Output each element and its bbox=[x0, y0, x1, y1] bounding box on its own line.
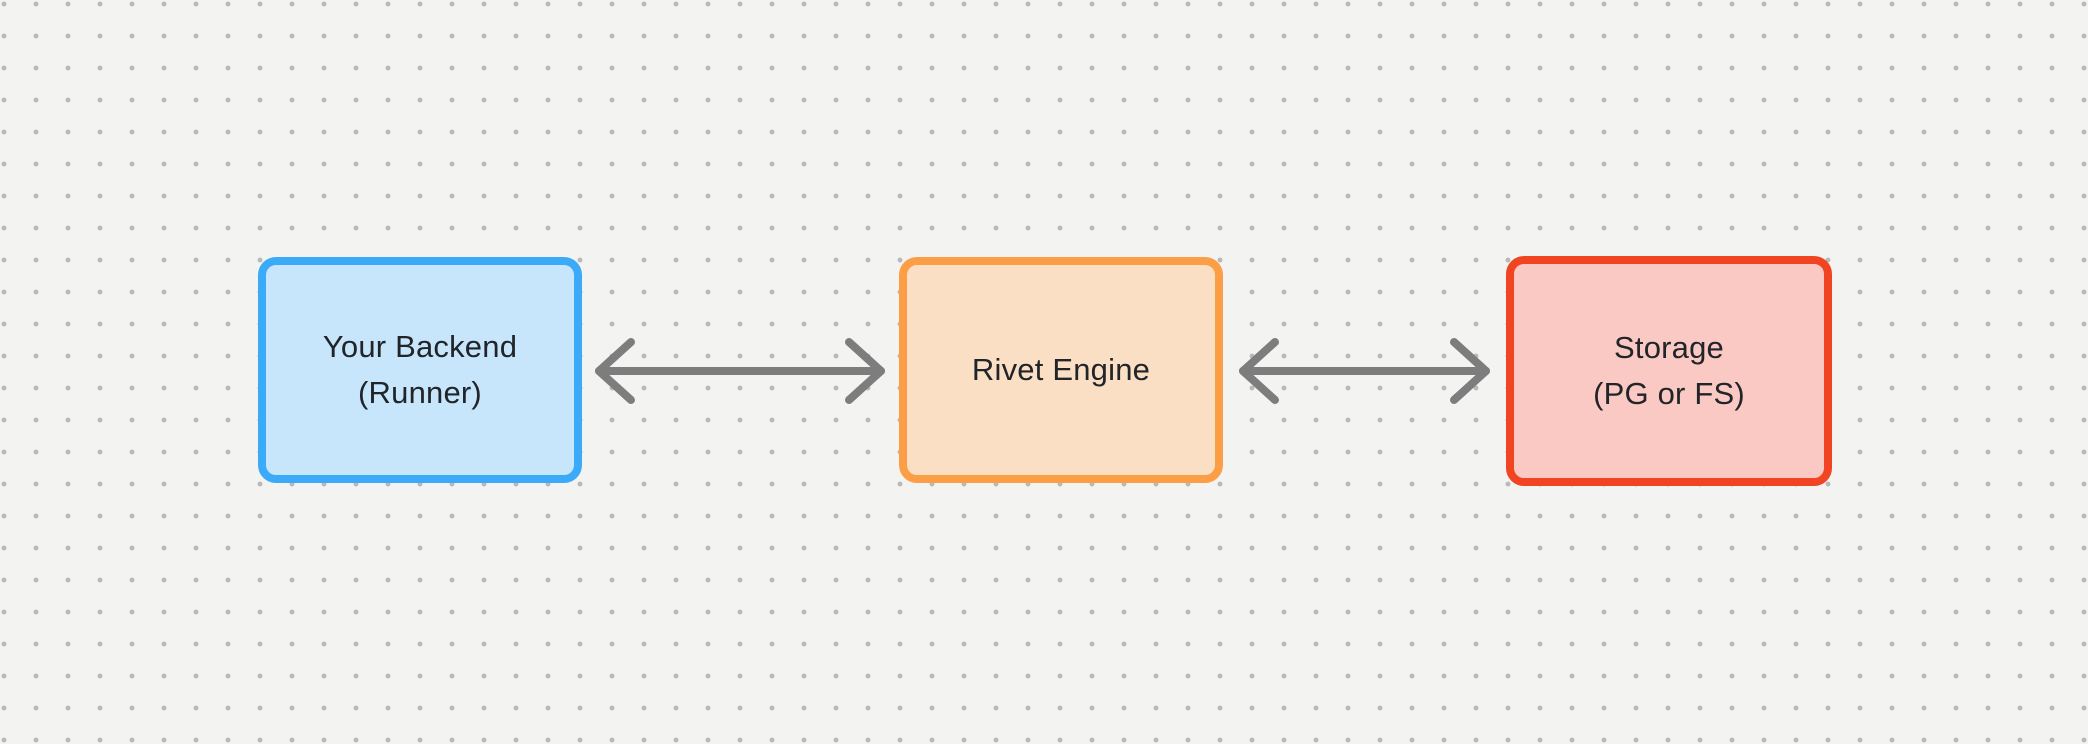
node-storage-label-line2: (PG or FS) bbox=[1593, 376, 1745, 411]
node-rivet-engine: Rivet Engine bbox=[899, 257, 1223, 483]
node-storage-label-line1: Storage bbox=[1614, 330, 1724, 365]
double-arrow-backend-engine bbox=[595, 338, 885, 404]
arrow-head-right-icon bbox=[845, 338, 885, 404]
node-your-backend-label-line2: (Runner) bbox=[358, 375, 482, 410]
arrow-head-right-icon bbox=[1450, 338, 1490, 404]
node-storage: Storage (PG or FS) bbox=[1506, 256, 1832, 486]
double-arrow-engine-storage bbox=[1239, 338, 1490, 404]
node-rivet-engine-label-line1: Rivet Engine bbox=[971, 352, 1151, 387]
node-your-backend-label-line1: Your Backend bbox=[322, 329, 518, 364]
arrow-head-left-icon bbox=[1239, 338, 1279, 404]
node-your-backend: Your Backend (Runner) bbox=[258, 257, 582, 483]
arrow-head-left-icon bbox=[595, 338, 635, 404]
